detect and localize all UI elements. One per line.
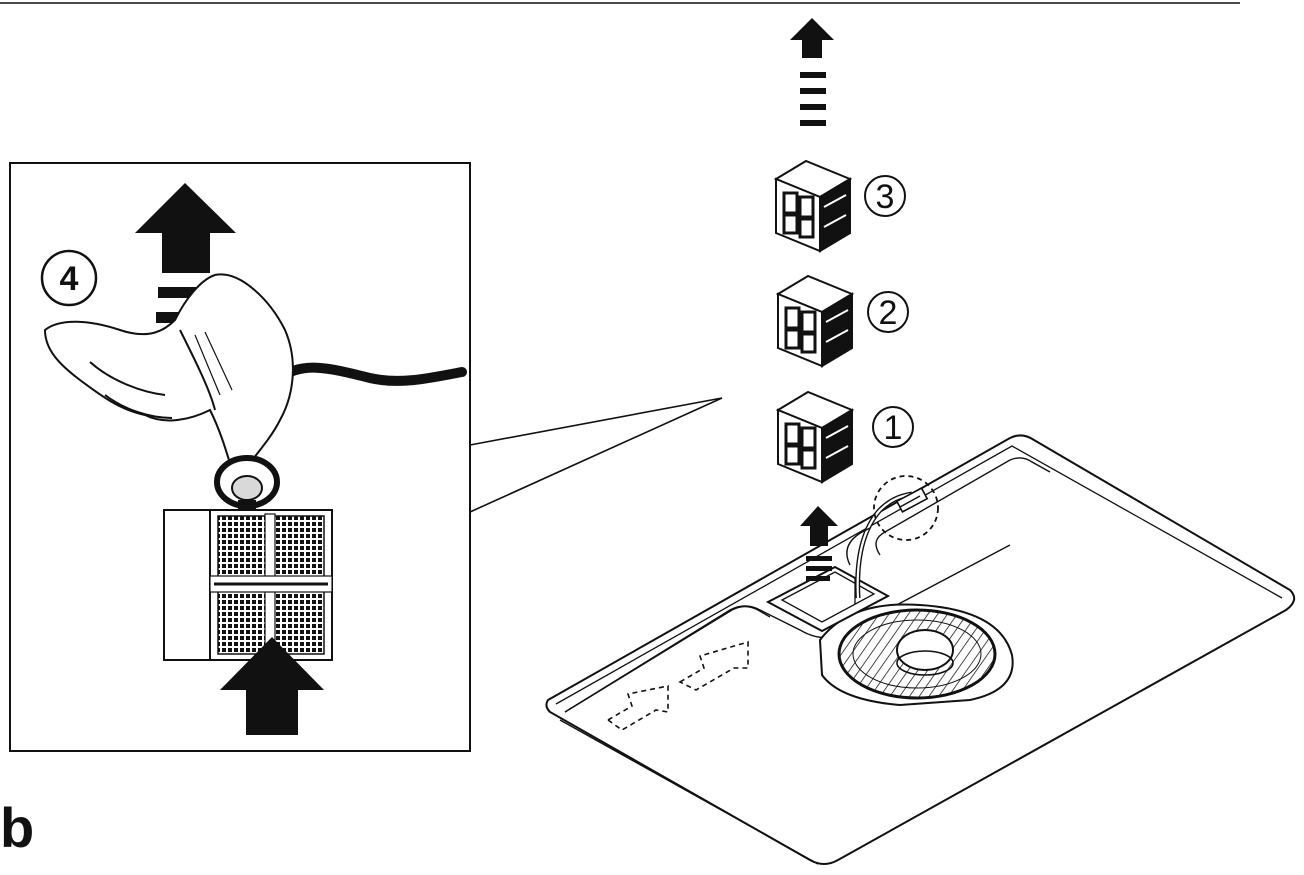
filter-cube-3-part	[798, 195, 815, 219]
filter-cube-1-part	[800, 426, 817, 450]
cooktop-panel	[545, 434, 1296, 865]
slot-up-arrow-icon	[800, 506, 838, 581]
exploded-filter-stack	[790, 18, 834, 126]
stack-up-arrow-icon	[790, 18, 834, 126]
right-channel	[846, 527, 871, 566]
push-up-arrow-icon	[220, 637, 324, 735]
filter-cube-1-part	[784, 422, 801, 446]
filter-cartridge-detail	[163, 509, 333, 661]
filter-cube-3-part	[782, 213, 799, 235]
filter-cube-3-part	[798, 217, 815, 239]
filter-cube-2-part	[784, 306, 801, 330]
filter-cube-2-part	[800, 310, 817, 334]
hand-icon	[43, 273, 294, 471]
detail-inset: 4	[9, 162, 723, 752]
filter-cube-2-part	[800, 332, 817, 354]
panel-inner-edge	[555, 445, 1283, 705]
filter-cubes	[773, 159, 855, 484]
callout-4-label: 4	[60, 260, 79, 298]
filter-cube-3-part	[823, 194, 847, 208]
panel-ridge	[875, 457, 1051, 556]
callout-3: 3	[864, 175, 906, 217]
callout-2-label: 2	[879, 294, 898, 332]
filter-cube-3	[773, 159, 853, 253]
filter-cube-2	[775, 274, 855, 368]
connector-detail	[873, 475, 939, 541]
panel-trim-lower	[559, 719, 819, 865]
figure-label: b	[0, 796, 35, 859]
filter-cube-3-part	[823, 214, 847, 228]
filter-cube-1-part	[825, 425, 849, 439]
callout-3-label: 3	[876, 178, 895, 216]
callout-1-label: 1	[884, 409, 903, 447]
filter-cube-2-part	[784, 328, 801, 350]
filter-cube-1-part	[784, 444, 801, 466]
filter-cube-1	[775, 390, 855, 484]
filter-cube-2-part	[825, 329, 849, 343]
filter-cube-1-part	[825, 445, 849, 459]
filter-cube-2-part	[825, 309, 849, 323]
pull-ring-icon	[214, 455, 280, 516]
left-recess	[564, 605, 771, 713]
filter-cube-1-part	[800, 448, 817, 470]
sensor-cable	[273, 362, 467, 386]
airflow-arrow-icon	[606, 640, 749, 731]
detail-pointer	[469, 397, 723, 513]
filter-cube-3-part	[782, 191, 799, 215]
fan-hub	[896, 629, 954, 671]
callout-1: 1	[872, 406, 914, 448]
callout-4: 4	[40, 249, 98, 307]
callout-2: 2	[867, 291, 909, 333]
